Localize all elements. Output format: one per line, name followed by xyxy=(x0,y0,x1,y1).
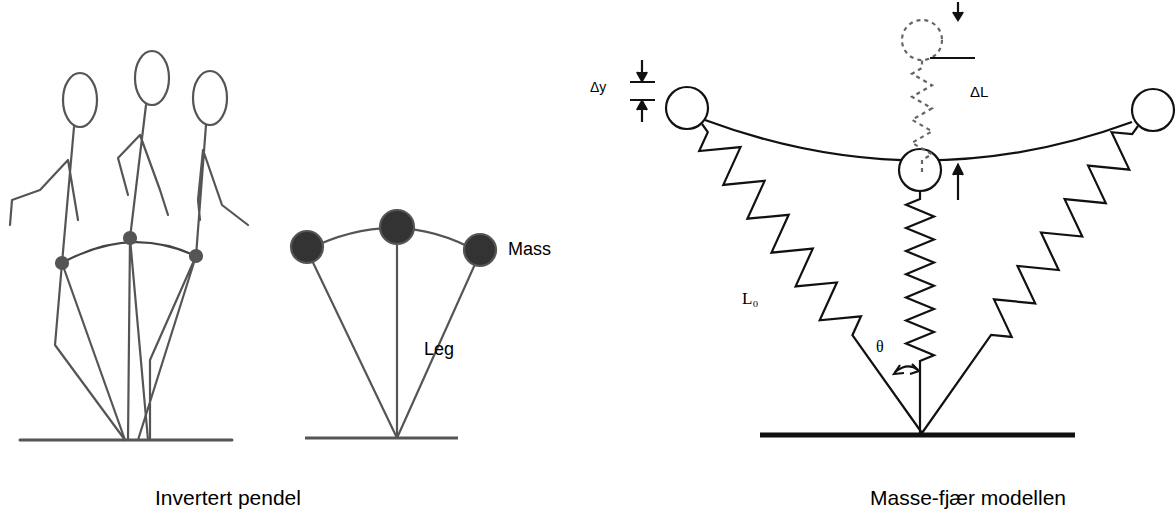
caption: Invertert pendel xyxy=(155,486,301,509)
leg-label: Leg xyxy=(424,340,454,360)
length-label: L₀ xyxy=(742,290,758,309)
spring xyxy=(906,191,934,433)
spring-mass-model xyxy=(630,2,1174,435)
delta-l-label: ΔL xyxy=(970,84,988,101)
angle-label: θ xyxy=(876,338,884,356)
spring xyxy=(699,124,922,433)
spring xyxy=(922,126,1138,433)
mass-label: Mass xyxy=(508,240,551,260)
spring xyxy=(912,60,932,172)
walking-figures xyxy=(10,51,248,440)
delta-y-label: Δy xyxy=(590,80,606,95)
pendulum xyxy=(291,210,496,438)
caption: Masse-fjær modellen xyxy=(870,486,1066,509)
